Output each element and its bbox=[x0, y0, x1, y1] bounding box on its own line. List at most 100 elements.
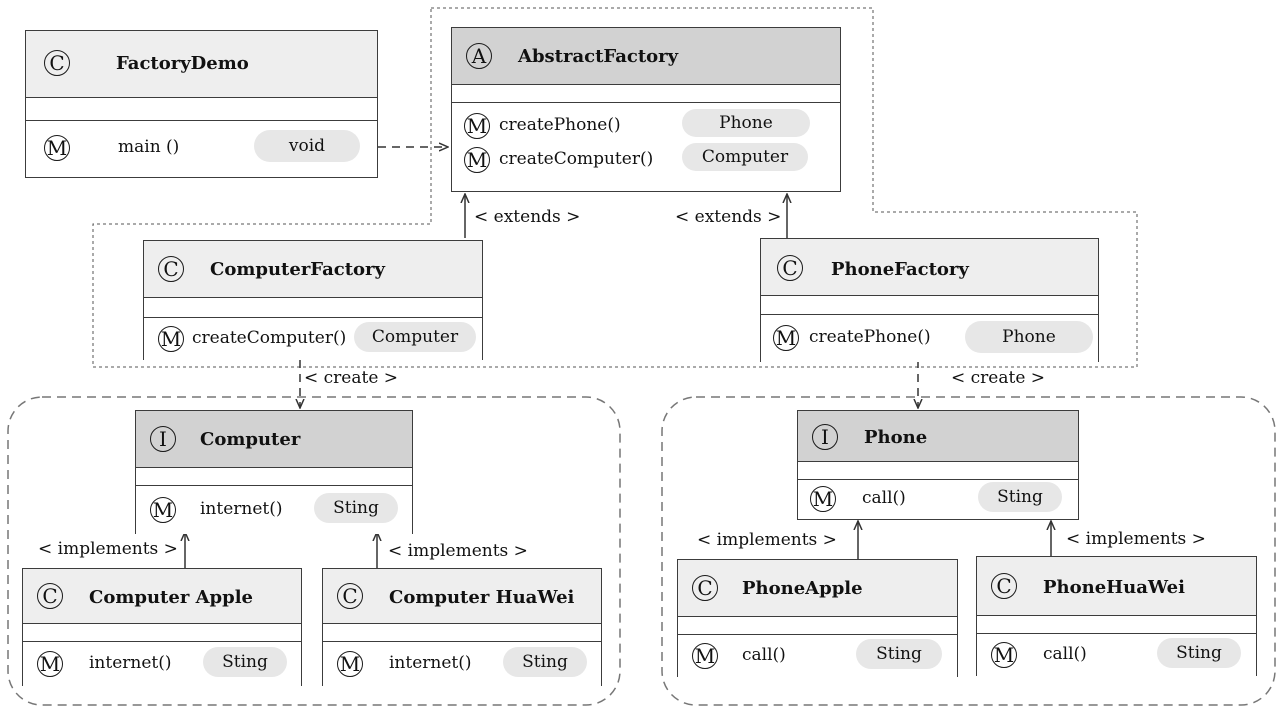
extends-label-right: < extends > bbox=[675, 207, 782, 227]
class-abstractfactory[interactable]: A AbstractFactory M createPhone() Phone … bbox=[451, 27, 841, 192]
class-computer-huawei[interactable]: C Computer HuaWei M internet() Sting bbox=[322, 568, 602, 686]
attributes-section bbox=[323, 624, 601, 642]
interface-badge-icon: I bbox=[150, 426, 176, 452]
method-name: internet() bbox=[89, 653, 172, 673]
class-name: PhoneApple bbox=[742, 578, 863, 599]
methods-section: M createComputer() Computer bbox=[144, 318, 482, 360]
class-header: C PhoneHuaWei bbox=[977, 557, 1256, 616]
class-name: Computer bbox=[200, 429, 301, 450]
class-name: Computer Apple bbox=[89, 587, 253, 608]
return-type-pill: Computer bbox=[682, 143, 808, 171]
class-header: I Phone bbox=[798, 411, 1078, 462]
class-header: C ComputerFactory bbox=[144, 241, 482, 298]
method-badge-icon: M bbox=[464, 147, 490, 173]
class-phonefactory[interactable]: C PhoneFactory M createPhone() Phone bbox=[760, 238, 1099, 362]
method-badge-icon: M bbox=[150, 497, 176, 523]
return-type-pill: Phone bbox=[965, 321, 1093, 353]
class-header: C FactoryDemo bbox=[26, 31, 377, 98]
method-badge-icon: M bbox=[991, 642, 1017, 668]
return-type-pill: Sting bbox=[856, 639, 942, 669]
methods-section: M call() Sting bbox=[977, 634, 1256, 676]
phone-group-outline bbox=[661, 396, 1276, 706]
class-header: C Computer HuaWei bbox=[323, 569, 601, 624]
class-badge-icon: C bbox=[777, 255, 803, 281]
class-header: A AbstractFactory bbox=[452, 28, 840, 85]
return-type-pill: Computer bbox=[354, 322, 476, 352]
method-name: main () bbox=[118, 137, 180, 157]
class-badge-icon: C bbox=[337, 583, 363, 609]
method-name: internet() bbox=[200, 499, 283, 519]
methods-section: M call() Sting bbox=[678, 635, 957, 677]
class-badge-icon: C bbox=[37, 583, 63, 609]
class-name: Phone bbox=[864, 427, 928, 448]
attributes-section bbox=[678, 617, 957, 635]
class-factorydemo[interactable]: C FactoryDemo M main () void bbox=[25, 30, 378, 178]
attributes-section bbox=[761, 296, 1098, 315]
method-name: call() bbox=[862, 488, 906, 508]
attributes-section bbox=[23, 624, 301, 642]
create-label-right: < create > bbox=[951, 368, 1046, 388]
class-badge-icon: C bbox=[158, 256, 184, 282]
attributes-section bbox=[798, 462, 1078, 480]
class-badge-icon: A bbox=[466, 43, 492, 69]
method-badge-icon: M bbox=[464, 113, 490, 139]
method-name: call() bbox=[1043, 644, 1087, 664]
methods-section: M internet() Sting bbox=[136, 486, 412, 534]
method-name: call() bbox=[742, 645, 786, 665]
class-computer-apple[interactable]: C Computer Apple M internet() Sting bbox=[22, 568, 302, 686]
return-type-pill: Sting bbox=[503, 647, 587, 677]
class-name: PhoneFactory bbox=[831, 259, 969, 280]
return-type-pill: void bbox=[254, 130, 360, 162]
methods-section: M internet() Sting bbox=[23, 642, 301, 686]
class-name: FactoryDemo bbox=[116, 53, 249, 74]
class-phonehuawei[interactable]: C PhoneHuaWei M call() Sting bbox=[976, 556, 1257, 676]
method-badge-icon: M bbox=[44, 135, 70, 161]
method-badge-icon: M bbox=[337, 651, 363, 677]
method-name: createComputer() bbox=[499, 149, 654, 169]
methods-section: M createPhone() Phone M createComputer()… bbox=[452, 103, 840, 191]
interface-badge-icon: I bbox=[812, 424, 838, 450]
attributes-section bbox=[977, 616, 1256, 634]
methods-section: M main () void bbox=[26, 121, 377, 177]
class-badge-icon: C bbox=[692, 575, 718, 601]
method-name: createPhone() bbox=[499, 115, 621, 135]
method-badge-icon: M bbox=[158, 326, 184, 352]
methods-section: M call() Sting bbox=[798, 480, 1078, 519]
methods-section: M internet() Sting bbox=[323, 642, 601, 686]
class-computerfactory[interactable]: C ComputerFactory M createComputer() Com… bbox=[143, 240, 483, 360]
return-type-pill: Sting bbox=[203, 647, 287, 677]
method-badge-icon: M bbox=[773, 325, 799, 351]
class-name: AbstractFactory bbox=[518, 46, 679, 67]
implements-label-phone-apple: < implements > bbox=[697, 530, 837, 550]
method-name: internet() bbox=[389, 653, 472, 673]
return-type-pill: Sting bbox=[1157, 638, 1241, 668]
methods-section: M createPhone() Phone bbox=[761, 315, 1098, 362]
class-header: I Computer bbox=[136, 411, 412, 468]
interface-phone[interactable]: I Phone M call() Sting bbox=[797, 410, 1079, 520]
interface-computer[interactable]: I Computer M internet() Sting bbox=[135, 410, 413, 534]
method-badge-icon: M bbox=[692, 643, 718, 669]
implements-label-computer-apple: < implements > bbox=[38, 539, 178, 559]
class-header: C Computer Apple bbox=[23, 569, 301, 624]
method-name: createPhone() bbox=[809, 327, 931, 347]
factory-package-outline bbox=[92, 7, 1138, 368]
attributes-section bbox=[26, 98, 377, 121]
method-badge-icon: M bbox=[810, 486, 836, 512]
class-badge-icon: C bbox=[44, 50, 70, 76]
class-name: ComputerFactory bbox=[210, 259, 385, 280]
attributes-section bbox=[452, 85, 840, 103]
return-type-pill: Sting bbox=[978, 482, 1062, 512]
return-type-pill: Sting bbox=[314, 493, 398, 523]
class-name: Computer HuaWei bbox=[389, 587, 575, 608]
implements-label-phone-huawei: < implements > bbox=[1066, 529, 1206, 549]
class-name: PhoneHuaWei bbox=[1043, 577, 1185, 598]
extends-label-left: < extends > bbox=[474, 207, 581, 227]
class-phoneapple[interactable]: C PhoneApple M call() Sting bbox=[677, 559, 958, 677]
implements-label-computer-huawei: < implements > bbox=[388, 541, 528, 561]
computer-group-outline bbox=[7, 396, 621, 706]
create-label-left: < create > bbox=[304, 368, 399, 388]
return-type-pill: Phone bbox=[682, 109, 810, 137]
method-name: createComputer() bbox=[192, 328, 347, 348]
